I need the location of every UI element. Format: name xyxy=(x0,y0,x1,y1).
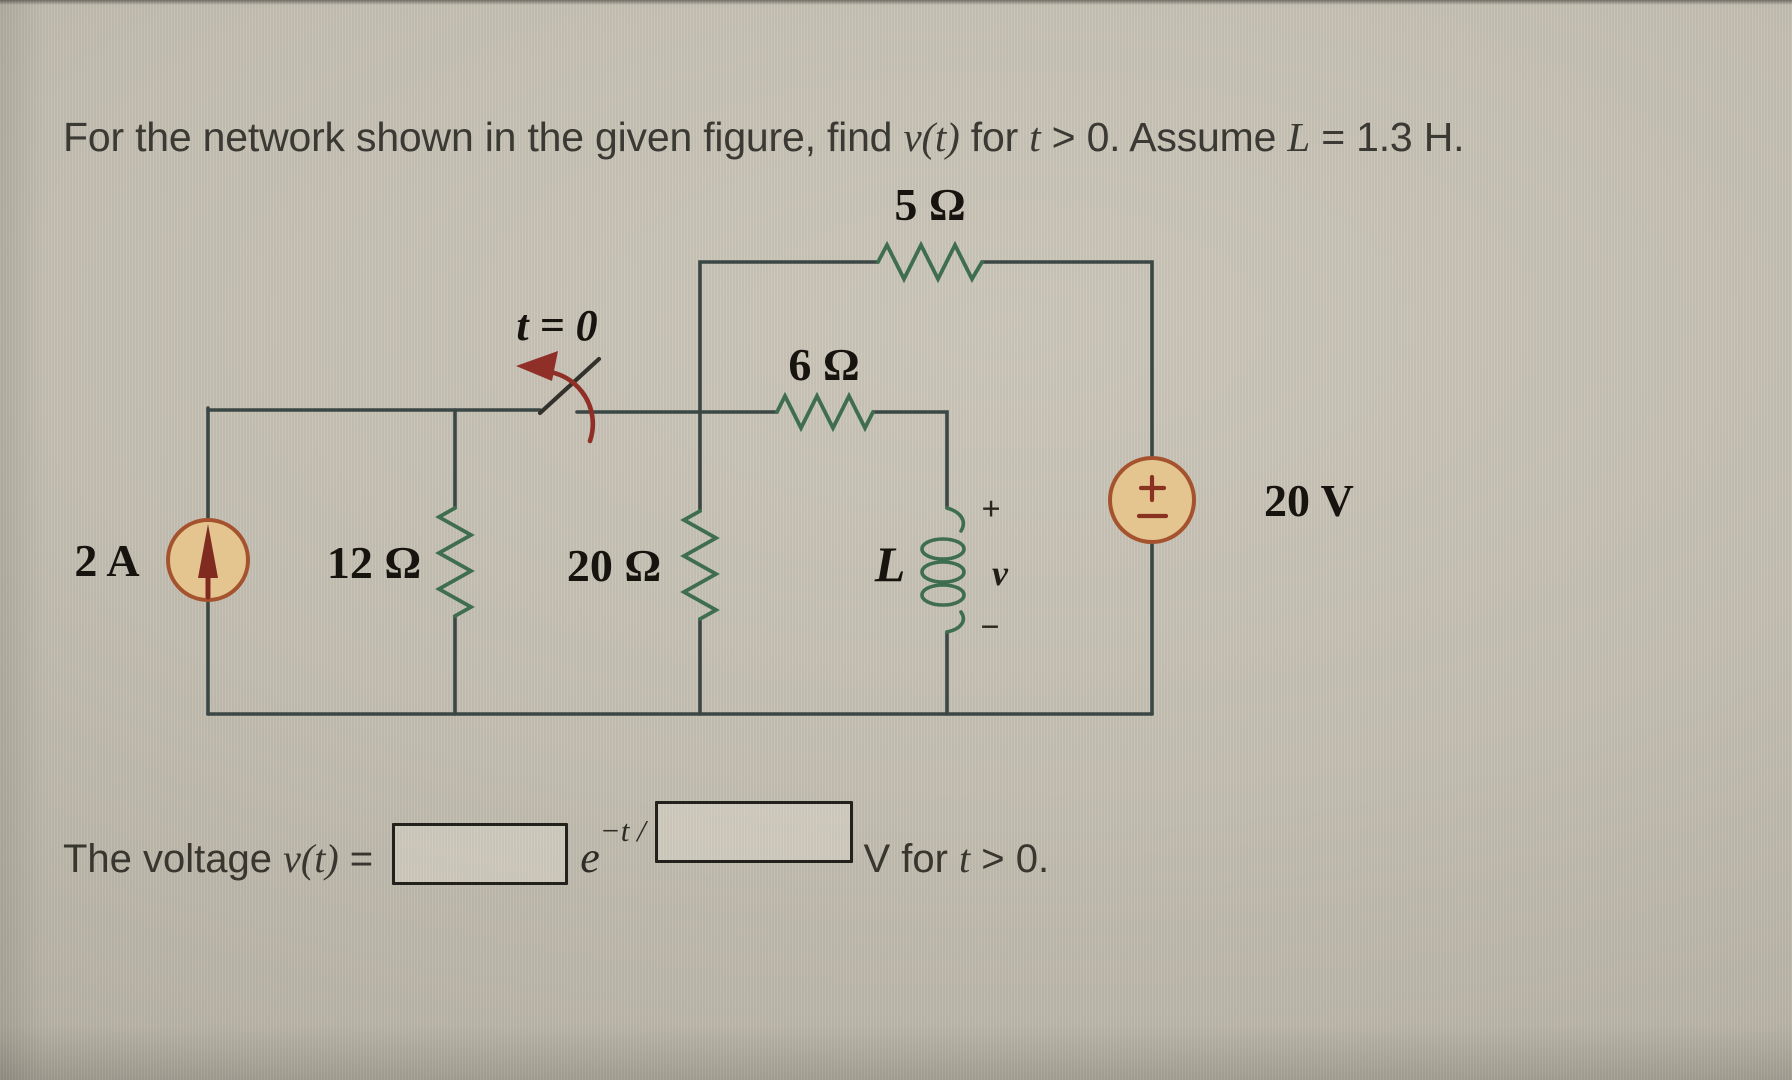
resistor-5ohm xyxy=(876,240,984,284)
question-text: For the network shown in the given figur… xyxy=(63,112,1783,162)
resistors xyxy=(435,240,984,621)
question-segment: for xyxy=(959,114,1030,160)
switch-arrow-icon xyxy=(516,351,596,444)
exp-base: e xyxy=(580,833,600,882)
inductor-minus-sign: − xyxy=(980,609,999,646)
answer-prefix: The voltage xyxy=(63,837,284,881)
voltage-coefficient-input[interactable] xyxy=(392,823,569,885)
switch-blade xyxy=(537,356,602,416)
resistor-6ohm-label: 6 Ω xyxy=(788,339,859,390)
resistor-6ohm xyxy=(775,391,875,433)
resistor-20ohm-label: 20 Ω xyxy=(567,540,661,591)
exp-superscript: −t / xyxy=(599,813,654,848)
resistor-12ohm xyxy=(435,506,475,618)
question-segment: > 0. Assume xyxy=(1040,114,1288,160)
current-source-label: 2 A xyxy=(74,535,139,586)
inductor-plus-sign: + xyxy=(981,491,1000,528)
answer-unit: V for xyxy=(863,837,960,881)
voltage-source-label: 20 V xyxy=(1264,475,1354,526)
inductor-coil xyxy=(920,506,966,634)
answer-equals: = xyxy=(338,837,385,881)
answer-t-math: t xyxy=(959,836,971,881)
resistor-20ohm xyxy=(680,509,720,621)
question-vt-math: v(t) xyxy=(903,114,960,160)
question-segment: For the network shown in the given figur… xyxy=(63,114,904,160)
answer-suffix: > 0. xyxy=(970,837,1050,881)
inductor-label: L xyxy=(874,536,906,592)
resistor-5ohm-label: 5 Ω xyxy=(894,179,965,230)
answer-vt-math: v(t) xyxy=(283,836,339,881)
circuit-wires xyxy=(206,260,1154,716)
time-constant-input[interactable] xyxy=(655,801,854,863)
answer-line: The voltage v(t) = e−t / V for t > 0. xyxy=(63,793,1049,893)
inductor-voltage-label: v xyxy=(992,553,1009,593)
switch-label: t = 0 xyxy=(516,301,597,350)
question-L-math: L xyxy=(1287,114,1310,160)
resistor-12ohm-label: 12 Ω xyxy=(327,537,421,588)
current-source-icon xyxy=(166,518,250,602)
voltage-source-icon xyxy=(1108,456,1196,544)
question-t-math: t xyxy=(1029,114,1041,160)
question-segment: = 1.3 H. xyxy=(1310,114,1465,160)
